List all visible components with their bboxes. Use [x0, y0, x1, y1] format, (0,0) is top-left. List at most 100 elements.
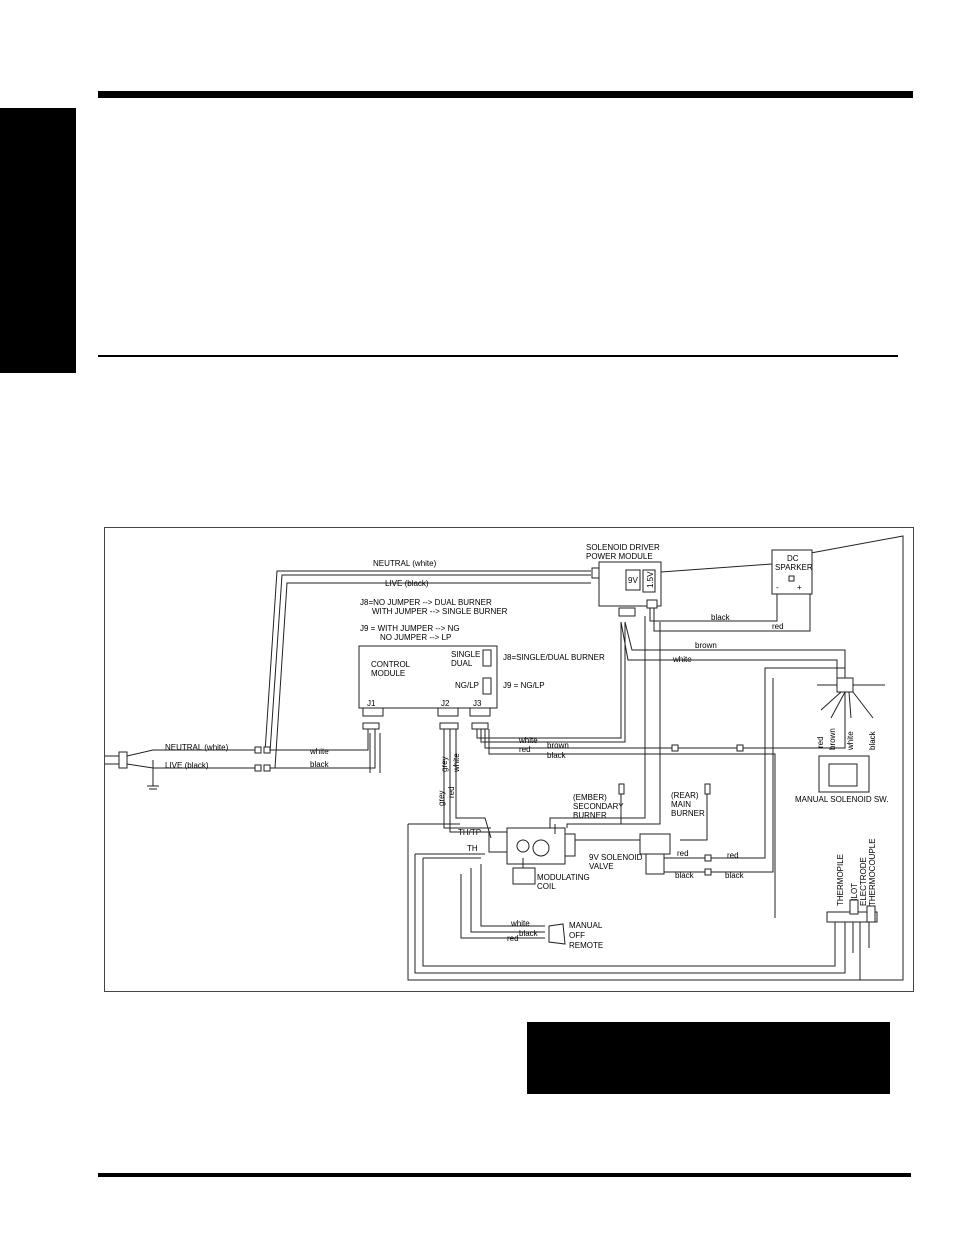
valve-knob-1 — [516, 839, 530, 853]
wire-outer-loop — [407, 823, 860, 981]
remote-black-label: black — [519, 929, 539, 938]
wiring-diagram: NEUTRAL (white) LIVE (black) SOLENOID DR… — [104, 527, 914, 992]
rear-label-2: MAIN — [671, 800, 691, 809]
j3-black-label: black — [547, 751, 567, 760]
remote-label: REMOTE — [569, 941, 603, 950]
gas-valve — [506, 827, 566, 865]
j3-red-label: red — [519, 745, 531, 754]
wire-loop-right — [799, 535, 904, 981]
wire-j3-brown — [480, 622, 626, 743]
valve-red-label-1: red — [677, 849, 689, 858]
valve-outlet — [564, 833, 576, 857]
sol-conn-1 — [704, 854, 712, 862]
wire-brown-main — [624, 621, 846, 678]
control-module-label-2: MODULE — [371, 669, 405, 678]
pilot-hood — [849, 899, 859, 915]
wire-outer-loop-2 — [414, 853, 846, 974]
j2-plug — [439, 722, 459, 730]
harness-connector — [836, 677, 854, 693]
wire-neutral-top — [264, 570, 591, 753]
wire-module-to-valve-2 — [549, 616, 646, 828]
j9-label: J9 = NG/LP — [503, 681, 545, 690]
thermocouple-label: THERMOCOUPLE — [868, 838, 877, 906]
white-main-label: white — [672, 655, 692, 664]
switch-brown-label: brown — [828, 728, 837, 750]
wiring-diagram-svg: NEUTRAL (white) LIVE (black) SOLENOID DR… — [105, 535, 904, 981]
inline-conn-1 — [671, 744, 679, 752]
remote-white-label: white — [510, 919, 530, 928]
rear-label-3: BURNER — [671, 809, 705, 818]
j3-plug — [471, 722, 489, 730]
section-divider — [98, 355, 898, 357]
off-label: OFF — [569, 931, 585, 940]
th-label: TH — [467, 844, 478, 853]
sol-conn-2 — [704, 868, 712, 876]
section-side-tab — [0, 108, 76, 373]
j2-grey-label: grey — [440, 756, 449, 772]
manual-switch-label: MANUAL SOLENOID SW. — [795, 795, 889, 804]
module-terminal — [646, 599, 658, 609]
solenoid-wires — [711, 667, 845, 873]
valve-knob-2 — [532, 839, 550, 857]
connector-j1 — [362, 707, 384, 717]
plug-conn-1 — [254, 746, 262, 754]
wire-neutral-top-2 — [269, 574, 591, 753]
wire-sparker-module — [660, 563, 773, 573]
j8-label: J8=SINGLE/DUAL BURNER — [503, 653, 605, 662]
j2-label: J2 — [441, 699, 450, 708]
harness-wires — [820, 691, 874, 719]
solenoid-driver-label-2: POWER MODULE — [586, 552, 653, 561]
dc-sparker-terminal — [788, 575, 795, 582]
wire-outer-loop-3 — [422, 857, 836, 967]
dc-plus: + — [797, 583, 802, 592]
battery-9v-label: 9V — [628, 576, 638, 585]
wire-sparker-red — [653, 594, 811, 632]
valve-red-label-2: red — [727, 851, 739, 860]
sol9v-label-2: VALVE — [589, 862, 614, 871]
dc-sparker-label-2: SPARKER — [775, 563, 813, 572]
j1-plug — [362, 722, 380, 730]
power-plug — [105, 751, 128, 769]
rear-burner-tube — [704, 783, 711, 795]
plug-conn-2 — [263, 746, 271, 754]
ember-label-1: (EMBER) — [573, 793, 607, 802]
single-label: SINGLE — [451, 650, 480, 659]
remote-red-label: red — [507, 934, 519, 943]
header-rule — [98, 91, 913, 98]
live-plug-label: LIVE (black) — [165, 761, 209, 770]
ember-label-2: SECONDARY — [573, 802, 624, 811]
brown-main-label: brown — [695, 641, 717, 650]
sol9v-label-1: 9V SOLENOID — [589, 853, 643, 862]
j9-note-2: NO JUMPER --> LP — [380, 633, 451, 642]
switch-red-label: red — [816, 736, 825, 748]
switch-rocker — [828, 763, 858, 787]
valve-black-label-1: black — [675, 871, 695, 880]
j2-white-label: white — [452, 753, 461, 773]
wire-j3-red — [484, 660, 846, 749]
manual-label: MANUAL — [569, 921, 603, 930]
connector-j3 — [469, 707, 491, 717]
wire-j2-white — [455, 729, 492, 839]
plug-conn-3 — [254, 764, 262, 772]
pilot-label: PILOT — [850, 883, 859, 906]
j3-white-label: white — [518, 736, 538, 745]
wire-j2-grey — [443, 729, 491, 829]
solenoid-driver-label-1: SOLENOID DRIVER — [586, 543, 660, 552]
dc-sparker-label-1: DC — [787, 554, 799, 563]
notice-box — [527, 1022, 890, 1094]
j8-note-1: J8=NO JUMPER --> DUAL BURNER — [360, 598, 492, 607]
remote-wires — [460, 864, 545, 939]
connector-j2 — [437, 707, 459, 717]
live-top-label: LIVE (black) — [385, 579, 429, 588]
thermopile-label: THERMOPILE — [836, 854, 845, 906]
modulating-coil — [512, 867, 536, 885]
battery-15v — [642, 569, 656, 593]
battery-9v — [625, 569, 641, 591]
neutral-top-label: NEUTRAL (white) — [373, 559, 437, 568]
valve-black-label-2: black — [725, 871, 745, 880]
wire-white-main — [620, 621, 838, 678]
rear-label-1: (REAR) — [671, 791, 699, 800]
j3-label: J3 — [473, 699, 482, 708]
plug-cord — [126, 749, 255, 790]
j2-grey2-label: grey — [437, 790, 446, 806]
